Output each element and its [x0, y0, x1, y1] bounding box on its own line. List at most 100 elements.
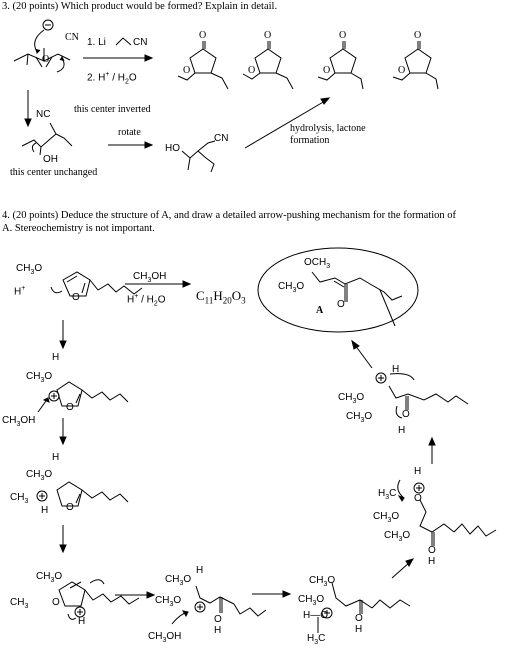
row4mid-meoh-sub: 3 [162, 637, 167, 644]
row2-proton-h: H [52, 352, 60, 363]
product-och-sub: 3 [326, 263, 331, 270]
rightmid-o-1b: O [391, 511, 400, 522]
rightmid-h3c-h: H [378, 488, 386, 499]
righttop-sub-1: 3 [352, 398, 357, 405]
rotated-hydroxyl-label: HO [165, 143, 180, 154]
row4mid-methoxy-2: CH3O [155, 596, 181, 609]
row4-o: O [52, 597, 60, 608]
row4-methoxy-label: CH3O [36, 571, 63, 585]
reagent-h-text: H [127, 294, 135, 306]
start-plus-sup: + [21, 285, 26, 292]
row4-o-text: O [54, 571, 63, 582]
molecular-formula: C11H20O3 [196, 289, 246, 306]
row2-ring-o: O [66, 402, 74, 413]
product-carbonyl-o: O [337, 299, 345, 310]
plus-superscript: + [105, 71, 110, 78]
rightmid-o-2: O [402, 530, 411, 541]
row3-ch3-label: CH3 [10, 492, 29, 506]
row4mid-methoxy-1: CH3O [165, 574, 192, 588]
row4right-h: H [303, 610, 311, 621]
righttop-h: H [392, 364, 400, 375]
row4-ch-text-2: CH [10, 597, 25, 608]
product-ch-text: CH [278, 281, 293, 292]
rightmid-oh-h: H [428, 556, 436, 567]
nitrile-label-nc: NC [36, 109, 51, 120]
rotate-label: rotate [118, 127, 141, 138]
lactone-candidate-1 [177, 41, 229, 90]
lactone-candidate-2 [242, 41, 294, 90]
start-o-text: O [34, 263, 43, 274]
row4right-h3c-sub: 3 [314, 639, 319, 646]
q3-epoxide-structure [13, 19, 71, 73]
row4right-sub-1: 3 [323, 581, 328, 588]
product-ch-sub: 3 [292, 287, 297, 294]
row3-ring-o: O [66, 502, 74, 513]
row4right-o: O [320, 610, 329, 621]
lactone-2-ring-o: O [248, 65, 256, 76]
rightmid-sub-2: 3 [398, 536, 403, 543]
row4right-ch-2: CH [298, 594, 313, 605]
row2-methanol: CH3OH [2, 415, 36, 429]
row4right-o-1: O [327, 575, 336, 586]
row3-ch-text: CH [26, 469, 41, 480]
q3-ring-opened-intermediate [21, 122, 73, 156]
cyanide-label: CN [65, 32, 79, 43]
row4right-oh-h: H [355, 624, 363, 635]
formula-o-count: 3 [241, 295, 246, 306]
q4-intermediate-ring-opening [58, 579, 140, 620]
product-och-text: OCH [304, 257, 327, 268]
product-highlight-ellipse [257, 247, 419, 333]
row4right-sub-2: 3 [312, 600, 317, 607]
righttop-ch-2: CH [346, 411, 361, 422]
rightmid-h: H [414, 466, 422, 477]
q4-intermediate-oxonium-adduct [317, 582, 411, 633]
reagent-ch-text: CH [133, 271, 148, 282]
righttop-o-2: O [364, 411, 373, 422]
row4-ch3-label: CH3 [10, 597, 29, 611]
reagent-acid-water: H+ / H2O [127, 293, 166, 307]
hydrolysis-label-line2: formation [290, 135, 330, 146]
formula-h-count: 20 [222, 295, 232, 306]
step-2-tail: O [128, 72, 137, 84]
row4-three-sub-2: 3 [24, 603, 29, 610]
note-center-unchanged: this center unchanged [10, 167, 98, 178]
row4right-methoxy-1: CH3O [309, 575, 336, 589]
epoxide-oxygen-label: O [42, 54, 50, 65]
start-furan-oxygen: O [72, 292, 80, 303]
row3-proton-h: H [52, 452, 60, 463]
row4-ch-text: CH [36, 571, 51, 582]
row2-meoh-ch: CH [2, 415, 17, 426]
row2-o-text: O [44, 371, 53, 382]
row2-meoh-oh: OH [20, 415, 36, 426]
row2-methoxy-label: CH3O [26, 371, 53, 385]
lactone-candidate-4 [392, 41, 439, 90]
righttop-oh-o: O [402, 409, 410, 420]
rightmid-h3c-c: C [389, 488, 397, 499]
rightmid-oh-o: O [428, 545, 436, 556]
row4mid-o-1: O [183, 574, 192, 585]
start-proton-label: H+ [14, 285, 25, 297]
row2-meoh-sub: 3 [16, 421, 21, 428]
q4-intermediate-open-cation [171, 585, 267, 625]
lactone-2-carbonyl-o: O [264, 30, 272, 41]
row4mid-methanol: CH3OH [148, 632, 181, 645]
two-subscript: 2 [125, 78, 129, 86]
righttop-sub-2: 3 [360, 417, 365, 424]
rotated-nitrile-label: CN [214, 133, 229, 144]
row4right-h3c-h: H [307, 633, 315, 644]
row3-ch-text-2: CH [10, 492, 25, 503]
hydrolysis-label-line1: hydrolysis, lactone [290, 123, 366, 134]
formula-c-count: 11 [204, 295, 214, 306]
row3-h: H [41, 505, 49, 516]
step-1-group: CN [133, 37, 148, 48]
question-4-heading-line1: 4. (20 points) Deduce the structure of A… [2, 210, 456, 221]
row4-h: H [78, 616, 86, 627]
q4-intermediate-oxocarbenium-2 [375, 372, 469, 419]
reagent-water-text: / H [138, 294, 154, 306]
row3-three-sub-2: 3 [24, 498, 29, 505]
reagent-oh-text: OH [151, 271, 167, 282]
row2-ch-text: CH [26, 371, 41, 382]
lactone-3-ring-o: O [323, 65, 331, 76]
